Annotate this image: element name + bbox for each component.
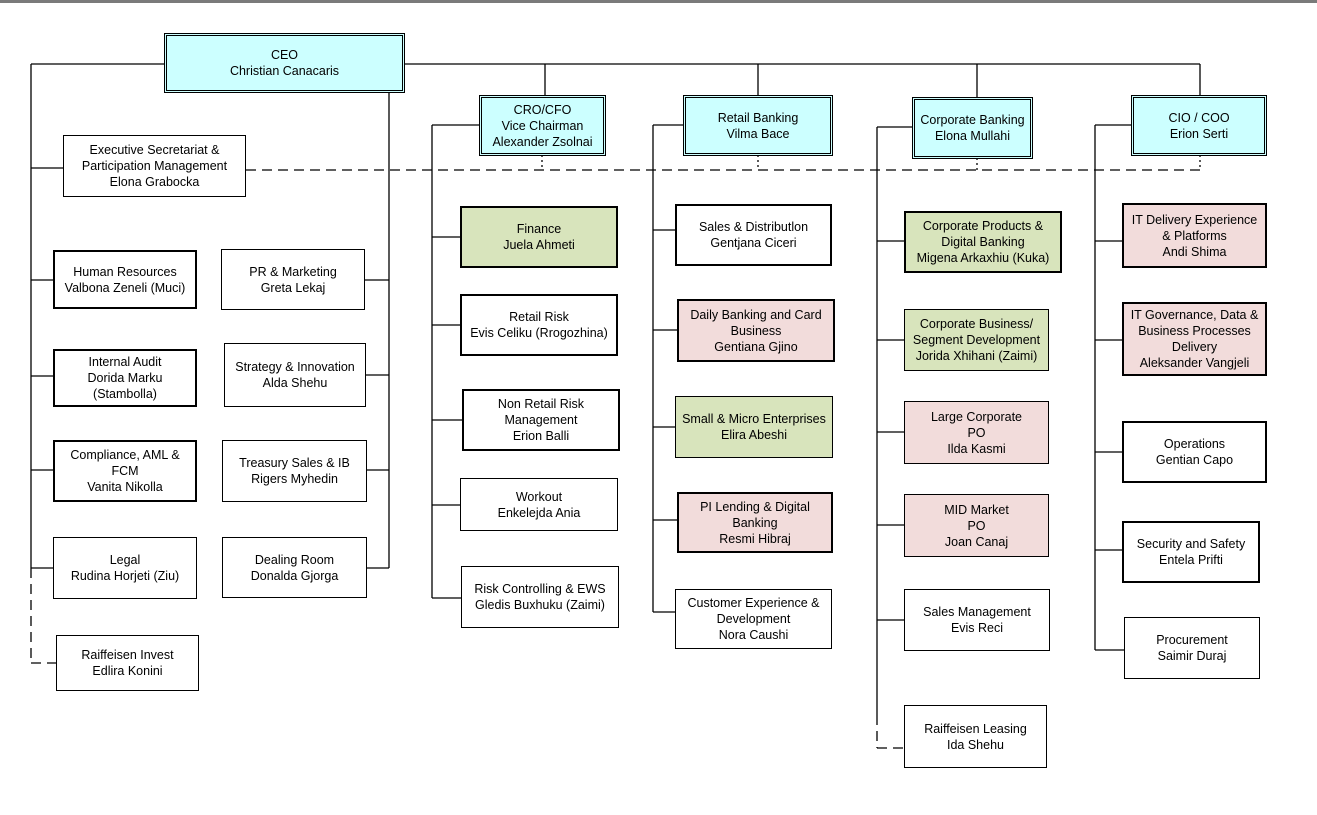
large-corporate-label: Large Corporate PO Ilda Kasmi [930,409,1023,456]
strategy-box: Strategy & Innovation Alda Shehu [224,343,366,407]
corp-business-box: Corporate Business/ Segment Development … [904,309,1049,371]
finance-label: Finance Juela Ahmeti [503,222,575,252]
risk-controlling-label: Risk Controlling & EWS Gledis Buxhuku (Z… [474,582,606,612]
cio-coo-label: CIO / COO Erion Serti [1168,110,1230,141]
small-micro-box: Small & Micro Enterprises Elira Abeshi [675,396,833,458]
corp-products-label: Corporate Products & Digital Banking Mig… [916,219,1050,265]
procurement-label: Procurement Saimir Duraj [1156,633,1228,663]
raiffeisen-leasing-box: Raiffeisen Leasing Ida Shehu [904,705,1047,768]
large-corporate-box: Large Corporate PO Ilda Kasmi [904,401,1049,464]
ceo-label: CEO Christian Canacaris [229,48,340,78]
small-micro-label: Small & Micro Enterprises Elira Abeshi [682,412,826,442]
legal-label: Legal Rudina Horjeti (Ziu) [70,553,180,583]
non-retail-risk-label: Non Retail Risk Management Erion Balli [497,397,585,443]
corp-business-label: Corporate Business/ Segment Development … [912,317,1041,363]
raiffeisen-invest-box: Raiffeisen Invest Edlira Konini [56,635,199,691]
pi-lending-box: PI Lending & Digital Banking Resmi Hibra… [677,492,833,553]
dealing-room-label: Dealing Room Donalda Gjorga [250,552,339,583]
corporate-banking-box: Corporate Banking Elona Mullahi [912,97,1033,159]
operations-label: Operations Gentian Capo [1155,437,1234,467]
top-border [0,0,1317,3]
operations-box: Operations Gentian Capo [1122,421,1267,483]
treasury-sales-box: Treasury Sales & IB Rigers Myhedin [222,440,367,502]
sales-distribution-label: Sales & Distributlon Gentjana Ciceri [698,220,809,250]
it-governance-label: IT Governance, Data & Business Processes… [1130,308,1259,370]
it-delivery-box: IT Delivery Experience & Platforms Andi … [1122,203,1267,268]
sales-management-label: Sales Management Evis Reci [923,605,1031,635]
legal-box: Legal Rudina Horjeti (Ziu) [53,537,197,599]
mid-market-label: MID Market PO Joan Canaj [944,502,1009,549]
pr-marketing-label: PR & Marketing Greta Lekaj [249,264,337,295]
raiffeisen-leasing-label: Raiffeisen Leasing Ida Shehu [924,721,1027,752]
sales-management-box: Sales Management Evis Reci [904,589,1050,651]
it-delivery-label: IT Delivery Experience & Platforms Andi … [1131,212,1258,259]
customer-experience-box: Customer Experience & Development Nora C… [675,589,832,649]
security-label: Security and Safety Entela Prifti [1136,537,1246,567]
corporate-banking-label: Corporate Banking Elona Mullahi [920,113,1025,143]
mid-market-box: MID Market PO Joan Canaj [904,494,1049,557]
cro-cfo-box: CRO/CFO Vice Chairman Alexander Zsolnai [479,95,606,156]
human-resources-box: Human Resources Valbona Zeneli (Muci) [53,250,197,309]
workout-box: Workout Enkelejda Ania [460,478,618,531]
retail-banking-label: Retail Banking Vilma Bace [717,110,799,141]
pr-marketing-box: PR & Marketing Greta Lekaj [221,249,365,310]
it-governance-box: IT Governance, Data & Business Processes… [1122,302,1267,376]
exec-secretariat-label: Executive Secretariat & Participation Ma… [81,143,228,189]
dealing-room-box: Dealing Room Donalda Gjorga [222,537,367,598]
treasury-sales-label: Treasury Sales & IB Rigers Myhedin [239,456,350,486]
exec-secretariat-box: Executive Secretariat & Participation Ma… [63,135,246,197]
customer-experience-label: Customer Experience & Development Nora C… [687,596,820,642]
strategy-label: Strategy & Innovation Alda Shehu [235,360,355,390]
human-resources-label: Human Resources Valbona Zeneli (Muci) [64,264,186,295]
compliance-box: Compliance, AML & FCM Vanita Nikolla [53,440,197,502]
workout-label: Workout Enkelejda Ania [497,489,581,520]
finance-box: Finance Juela Ahmeti [460,206,618,268]
corp-products-box: Corporate Products & Digital Banking Mig… [904,211,1062,273]
ceo-box: CEO Christian Canacaris [164,33,405,93]
compliance-label: Compliance, AML & FCM Vanita Nikolla [70,448,180,494]
security-box: Security and Safety Entela Prifti [1122,521,1260,583]
retail-banking-box: Retail Banking Vilma Bace [683,95,833,156]
retail-risk-box: Retail Risk Evis Celiku (Rrogozhina) [460,294,618,356]
procurement-box: Procurement Saimir Duraj [1124,617,1260,679]
cio-coo-box: CIO / COO Erion Serti [1131,95,1267,156]
internal-audit-label: Internal Audit Dorida Marku (Stambolla) [87,355,163,401]
risk-controlling-box: Risk Controlling & EWS Gledis Buxhuku (Z… [461,566,619,628]
daily-banking-box: Daily Banking and Card Business Gentiana… [677,299,835,362]
daily-banking-label: Daily Banking and Card Business Gentiana… [690,307,822,354]
pi-lending-label: PI Lending & Digital Banking Resmi Hibra… [700,499,810,546]
sales-distribution-box: Sales & Distributlon Gentjana Ciceri [675,204,832,266]
retail-risk-label: Retail Risk Evis Celiku (Rrogozhina) [470,310,608,340]
cro-cfo-label: CRO/CFO Vice Chairman Alexander Zsolnai [492,102,593,149]
internal-audit-box: Internal Audit Dorida Marku (Stambolla) [53,349,197,407]
raiffeisen-invest-label: Raiffeisen Invest Edlira Konini [81,648,174,678]
non-retail-risk-box: Non Retail Risk Management Erion Balli [462,389,620,451]
